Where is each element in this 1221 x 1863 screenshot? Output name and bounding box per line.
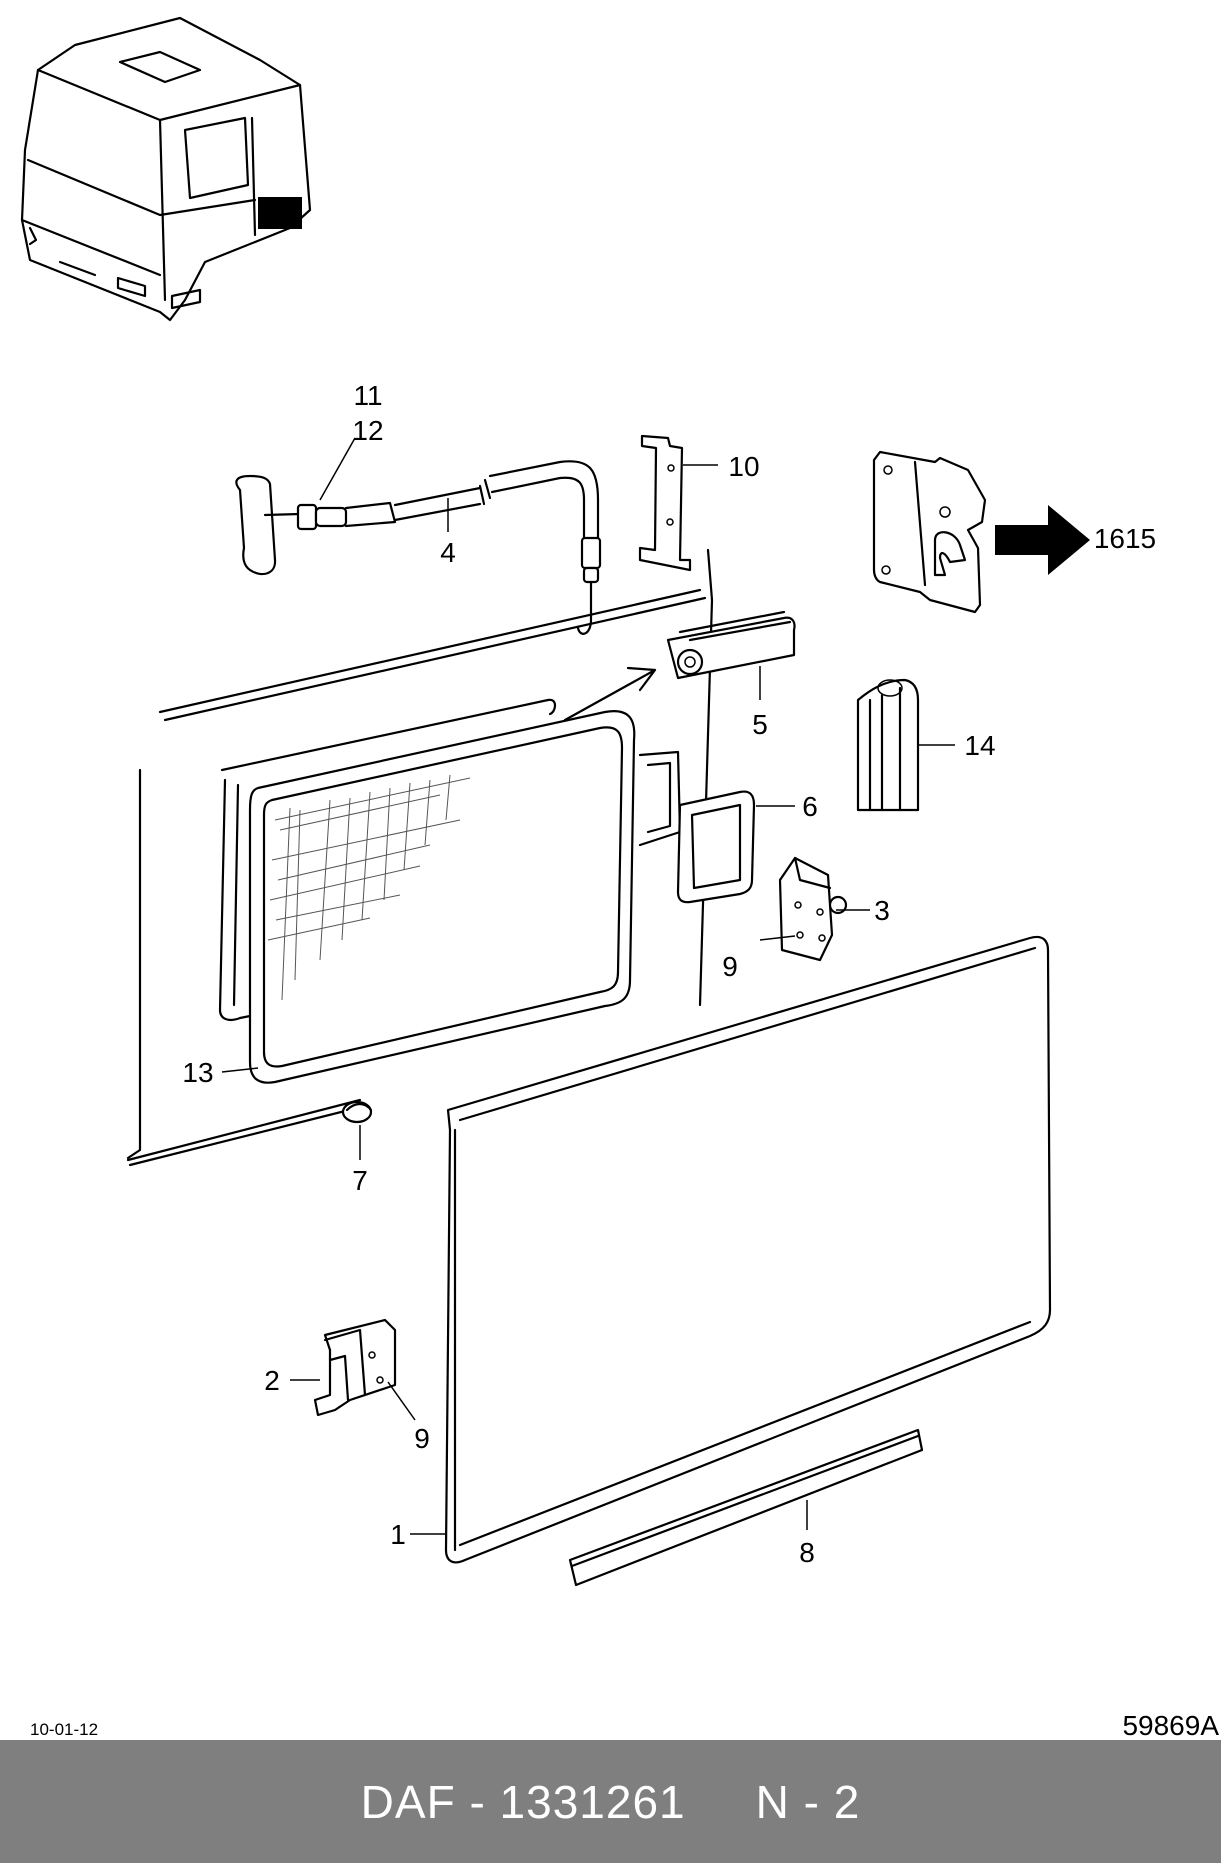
callout-13: 13 (182, 1057, 213, 1088)
footer-page-number: N - 2 (755, 1775, 861, 1828)
callout-8: 8 (799, 1537, 815, 1568)
bracket (638, 434, 692, 572)
callout-9-upper: 9 (722, 951, 738, 982)
frame-seal (676, 790, 756, 904)
callout-9-lower: 9 (414, 1423, 430, 1454)
cab-side-panel (126, 548, 714, 1167)
door-panel (444, 935, 1052, 1564)
callout-1: 1 (390, 1519, 406, 1550)
callout-10: 10 (728, 451, 759, 482)
leader-lines (221, 437, 955, 1535)
callout-1615: 1615 (1094, 523, 1156, 554)
callout-4: 4 (440, 537, 456, 568)
callout-11: 11 (353, 380, 382, 411)
callout-6: 6 (802, 791, 818, 822)
callout-12: 12 (352, 415, 383, 446)
callout-7: 7 (352, 1165, 368, 1196)
release-cable-assembly (235, 460, 602, 635)
window-glass (248, 710, 636, 1084)
callout-2: 2 (264, 1365, 280, 1396)
hinge-upper (778, 856, 848, 962)
footer-bar: DAF - 1331261 N - 2 (0, 1740, 1221, 1863)
callout-5: 5 (752, 709, 768, 740)
door-lock (872, 450, 987, 614)
drawing-reference: 59869A (1122, 1710, 1219, 1741)
hinge-lower (313, 1318, 397, 1417)
arrow-right-icon (995, 505, 1090, 575)
callout-3: 3 (874, 895, 890, 926)
rubber-profile (856, 678, 920, 812)
exploded-parts-diagram: 11 12 4 10 1615 5 14 6 3 9 13 7 2 9 1 8 (20, 16, 1156, 1587)
bottom-strip (568, 1428, 924, 1587)
seal-strip (666, 610, 796, 680)
plug (341, 1100, 373, 1124)
date-code: 10-01-12 (30, 1720, 99, 1739)
callout-14: 14 (964, 730, 995, 761)
footer-part-number: DAF - 1331261 (360, 1775, 686, 1828)
truck-cab-thumbnail (20, 16, 312, 322)
